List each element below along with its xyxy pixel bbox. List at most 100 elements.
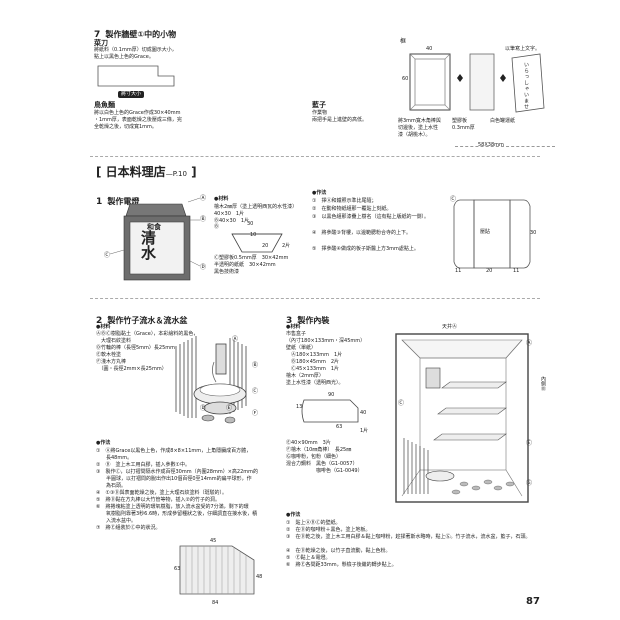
lamp-shape-dim-20: 20 bbox=[262, 243, 269, 249]
interior-mat-9: Ⓕ檜木（10㎜角棒） 長25㎜ bbox=[286, 447, 352, 453]
divider-dashed bbox=[90, 156, 540, 157]
interior-mat-7: 塗上水性漆（透明西光）。 bbox=[286, 380, 344, 386]
lamp-mat-5: 黑色技術漆 bbox=[214, 269, 240, 275]
lamp-shape-dim-30: 30 bbox=[247, 221, 254, 227]
page-number: 87 bbox=[526, 596, 540, 607]
section-7-title: 7 製作牆壁①中的小物 bbox=[94, 22, 176, 41]
bamboo-dim-84: 84 bbox=[212, 600, 219, 606]
section-page-ref: —P.10 bbox=[165, 170, 187, 178]
section-title: 製作牆壁①中的小物 bbox=[105, 30, 177, 39]
bamboo-illustration bbox=[175, 336, 247, 424]
lamp-mat-0: 檜木2㎜厚（塗上透明西瓦的水性漆） bbox=[214, 204, 298, 210]
ceiling-label: 天井Ⓐ bbox=[442, 324, 458, 330]
bamboo-method-6: ④ ①③Ⓓ與表面乾燥之後，塗上大理石紋塗料（斑駁的）。 bbox=[96, 490, 227, 496]
lamp-heading: 1 製作電燈 bbox=[96, 189, 139, 208]
lamp-method-3: ④ 將參酸③背樓，以邊範腮粉合寺的上下。 bbox=[312, 230, 411, 236]
divider-lamp bbox=[90, 298, 540, 299]
interior-heading: 3 製作內裝 bbox=[286, 308, 329, 327]
bamboo-method-head: ●作法 bbox=[96, 440, 111, 446]
interior-method-2: ③ 在Ⓓ乾之後，塗上木工用白膠＆黏上咖啡粉，趁揉著斯水略時，點上Ⓖ。竹子流水，流… bbox=[286, 534, 531, 540]
bamboo-method-1: 長48mm。 bbox=[96, 455, 133, 461]
bracket-left: [ bbox=[96, 165, 102, 179]
interior-method-0: ① 貼上ⒶⒷⒸ的壁紙。 bbox=[286, 520, 341, 526]
interior-mat-1: （內寸180×133mm・深45mm） bbox=[286, 338, 366, 344]
interior-mat-6: 檜木（2mm厚） bbox=[286, 373, 324, 379]
frame-note-plastic: 塑膠板 0.3mm厚 bbox=[452, 118, 475, 131]
bamboo-method-8: ⑥ 將捲塊粘塗上透明的環氧樹脂，放入流水盆受的7分滿，剩下的環 bbox=[96, 504, 249, 510]
bamboo-label-d: Ⓓ bbox=[200, 405, 207, 412]
lamp-method-0: ① 擇Ⓐ和鐵照示準比尾隨； bbox=[312, 198, 377, 204]
interior-mat-10: Ⓖ咖啡粉，包粉（細色） bbox=[286, 454, 342, 460]
lamp-panel-c: Ⓒ bbox=[450, 196, 457, 203]
interior-box-illustration bbox=[395, 333, 529, 503]
inner-side-label: 內側Ⓑ bbox=[540, 376, 546, 391]
lamp-method-2: ③ 以黑色組那漆疊上樹名（這有點上版紙的一側）。 bbox=[312, 214, 429, 220]
lamp-method-head: ●作法 bbox=[312, 190, 327, 196]
interior-method-1: ② 在Ⓓ的咖啡粉＋黑色，塗上地板。 bbox=[286, 527, 371, 533]
lamp-label-a: Ⓐ bbox=[200, 195, 207, 202]
interior-method-5: ⑥ 將Ⓔ各問距33mm，懸檢子後繼的轉步點上。 bbox=[286, 562, 397, 568]
shelf-dim-90: 90 bbox=[328, 392, 335, 398]
fish-desc: 將以白色上色的Grace作成30×40mm ・1mm厚，表面乾燥之後壓成三條，完… bbox=[94, 110, 182, 130]
bamboo-method-3: ③ 製作Ⓒ，以打褶問隔水作成百徑30mm（內圍28mm）×高22mm的 bbox=[96, 469, 258, 475]
frame-note-wood: 將3mm寬木角棒與 切邊後，塗上水性 漆（胡桃木）。 bbox=[398, 118, 441, 138]
bamboo-label-b: Ⓑ bbox=[252, 362, 259, 369]
lamp-num: 1 bbox=[96, 197, 103, 207]
bamboo-dim-63: 63 bbox=[174, 566, 181, 572]
bamboo-mat-0: ⒶⒷⒸ樹脂黏土（Grace），本彩繪料的黑色， bbox=[96, 331, 199, 337]
lamp-label-c: Ⓒ bbox=[104, 252, 111, 259]
fish-name: 鳥魚麵 bbox=[94, 101, 115, 109]
knife-name: 菜刀 bbox=[94, 39, 108, 47]
frame-dim-h: 60 bbox=[402, 76, 409, 82]
bamboo-mat-5: （圓・長徑2mm×長25mm） bbox=[96, 366, 167, 372]
interior-mat-head: ●材料 bbox=[286, 324, 301, 330]
bamboo-base bbox=[179, 545, 255, 595]
shelf-dim-13: 13 bbox=[296, 404, 303, 410]
lamp-method-4: ⑤ 擇參酸④做成的板子斯醫上方3mm處點上。 bbox=[312, 246, 419, 252]
interior-mat-12: 咖啡色（G1-0049） bbox=[286, 468, 363, 474]
bamboo-dim-48: 48 bbox=[256, 574, 263, 580]
lamp-sign-small: 和食 bbox=[147, 223, 161, 231]
interior-mat-0: 市售盒子 bbox=[286, 331, 307, 337]
interior-label-c: Ⓒ bbox=[398, 400, 405, 407]
lamp-panel-dim-1: 11 bbox=[455, 268, 462, 274]
bamboo-heading: 2 製作竹子流水＆流水盆 bbox=[96, 308, 187, 327]
bamboo-method-7: ⑤ 將Ⓓ黏在方丸棒以大竹管等物，插入②的竹子的洞。 bbox=[96, 497, 220, 503]
lamp-title: 製作電燈 bbox=[107, 197, 140, 206]
lamp-mat-3: Ⓒ塑膠板0.5mm厚 30×42mm bbox=[214, 255, 289, 261]
lamp-panel bbox=[453, 199, 531, 269]
knife-tag: 將寸大小 bbox=[118, 91, 145, 98]
knife-desc: 將紙料（0.1mm厚）切成圖示大小， 點上以黑色上色的Grace。 bbox=[94, 47, 177, 60]
lamp-method-1: ② 在動和物紙組那一覆貼上刻紙。 bbox=[312, 206, 392, 212]
interior-shelf bbox=[301, 399, 359, 423]
interior-title: 製作內裝 bbox=[297, 316, 330, 325]
bamboo-mat-head: ●材料 bbox=[96, 324, 111, 330]
knife-illustration bbox=[97, 65, 175, 87]
bamboo-method-2: ② Ⓑ 塗上木工用白膠，插入參數①中。 bbox=[96, 462, 190, 468]
lamp-sign-big: 清水 bbox=[139, 230, 157, 260]
bamboo-method-11: ⑦ 將Ⓔ組裝於Ⓒ中的狀況。 bbox=[96, 525, 161, 531]
frame-illustration bbox=[409, 53, 545, 113]
lamp-panel-dim-4: 30 bbox=[530, 230, 537, 236]
interior-label-e: Ⓔ bbox=[526, 440, 533, 447]
interior-method-3: ④ 在Ⓓ乾燥之後，以竹子直流動，黏上色粉。 bbox=[286, 548, 391, 554]
lamp-label-b: Ⓑ bbox=[200, 216, 207, 223]
interior-mat-11: 混合力鋼料 黑色（G1-0057） bbox=[286, 461, 358, 467]
bamboo-method-4: 半圓球，以打褶問的脫出作出10個百徑0至14mm的扁平球形，作 bbox=[96, 476, 252, 482]
section-header: [ 日本料理店—P.10 ] bbox=[96, 163, 197, 180]
bamboo-label-a: Ⓐ bbox=[232, 336, 239, 343]
bamboo-label-e: Ⓔ bbox=[226, 405, 233, 412]
interior-method-head: ●作法 bbox=[286, 512, 301, 518]
bamboo-mat-4: Ⓕ淺木方丸棒 bbox=[96, 359, 127, 365]
interior-mat-8: Ⓔ40×90mm 3片 bbox=[286, 440, 331, 446]
bamboo-method-10: 入流水盆中。 bbox=[96, 518, 137, 524]
bamboo-mat-3: Ⓔ軟木栓塗 bbox=[96, 352, 122, 358]
lamp-mat-head: ●材料 bbox=[214, 196, 229, 202]
lamp-shape bbox=[231, 233, 283, 253]
shelf-dim-63: 63 bbox=[336, 424, 343, 430]
lamp-panel-dim-3: 11 bbox=[513, 268, 520, 274]
lamp-mat-2: Ⓑ40×30 1片 bbox=[214, 218, 250, 224]
lamp-panel-label: 壓貼 bbox=[480, 229, 491, 235]
bamboo-label-c: Ⓒ bbox=[252, 388, 259, 395]
interior-mat-2: 壁紙（單紙） bbox=[286, 345, 317, 351]
